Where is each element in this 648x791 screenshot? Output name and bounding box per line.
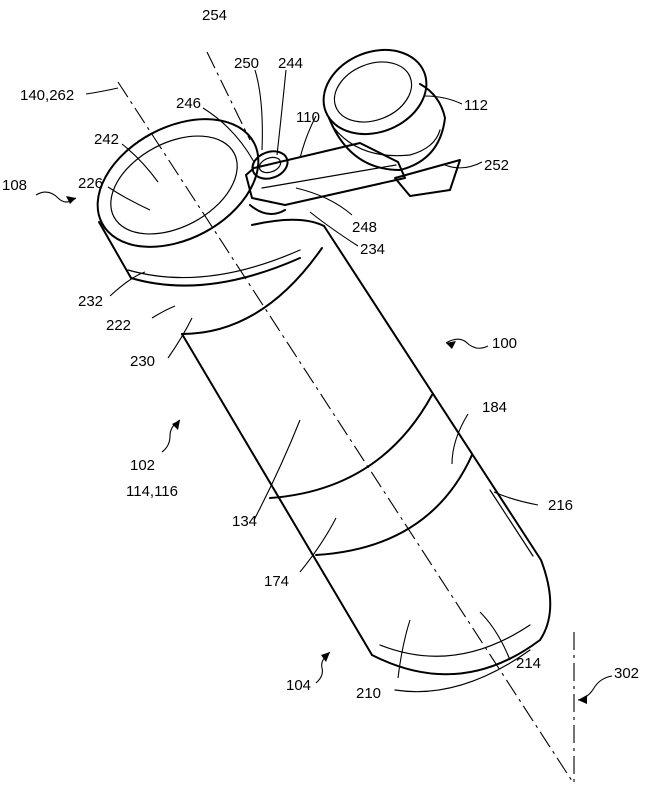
leader-210 — [397, 619, 411, 679]
body-bottom-rim — [371, 639, 541, 676]
body-bottom-curve — [394, 649, 531, 693]
label-140-262: 140,262 — [20, 87, 74, 104]
cap-band-lower — [130, 257, 301, 287]
handle-axis-line — [206, 51, 251, 141]
leader-248 — [295, 187, 353, 216]
strap-ring-hole — [258, 156, 282, 174]
body-left-edge — [181, 333, 373, 656]
axis-lines — [117, 51, 575, 785]
band-184-bottom — [315, 454, 473, 556]
label-216: 216 — [548, 497, 573, 514]
arrow-104-head — [321, 652, 330, 662]
leader-140-262 — [85, 87, 119, 95]
label-184: 184 — [482, 399, 507, 416]
arrow-108-head — [66, 196, 76, 204]
leader-222 — [151, 305, 176, 319]
label-230: 230 — [130, 353, 155, 370]
label-250: 250 — [234, 55, 259, 72]
leader-250 — [254, 69, 263, 151]
arrow-100 — [445, 338, 489, 349]
leader-230 — [167, 317, 193, 359]
cap-band-upper — [127, 249, 301, 279]
leader-174 — [299, 517, 337, 573]
body-right-edge — [323, 225, 552, 641]
cap-assembly — [96, 118, 325, 335]
arrow-302 — [577, 675, 613, 701]
label-210: 210 — [356, 685, 381, 702]
cap-bottom-edge — [181, 247, 323, 335]
leader-lines — [85, 69, 539, 679]
label-248: 248 — [352, 219, 377, 236]
leader-214 — [479, 611, 511, 661]
strap-connector — [394, 159, 461, 197]
label-114-116: 114,116 — [126, 483, 178, 500]
plug-cap — [322, 48, 446, 171]
leader-252 — [444, 161, 483, 169]
band-184-top — [269, 394, 433, 499]
leader-242 — [121, 143, 159, 183]
leader-110 — [299, 115, 317, 159]
label-234: 234 — [360, 241, 385, 258]
label-102: 102 — [130, 457, 155, 474]
label-226: 226 — [78, 175, 103, 192]
arrow-302-head — [578, 695, 587, 704]
label-134: 134 — [232, 513, 257, 530]
plug-inner — [333, 61, 413, 123]
label-174: 174 — [264, 573, 289, 590]
label-252: 252 — [484, 157, 509, 174]
cap-top-rim — [96, 118, 260, 248]
plug-body — [328, 83, 446, 171]
strap-inner-edge — [261, 164, 397, 189]
label-244: 244 — [278, 55, 303, 72]
arrow-102-head — [172, 420, 180, 430]
reference-labels: 254 250 244 140,262 246 110 112 242 252 … — [2, 7, 639, 702]
cap-right-side — [251, 218, 325, 227]
label-100: 100 — [492, 335, 517, 352]
leader-244 — [276, 69, 287, 156]
leader-246 — [202, 107, 255, 163]
bottle-body — [181, 225, 552, 693]
strap-ring — [251, 150, 289, 180]
label-110: 110 — [296, 109, 320, 126]
arrow-100-head — [446, 341, 456, 349]
plug-band — [333, 127, 441, 157]
body-bottom-inner — [379, 624, 531, 657]
leader-112 — [424, 95, 463, 105]
leader-134 — [253, 419, 301, 521]
main-axis-line — [117, 81, 575, 785]
leader-232 — [109, 271, 146, 297]
label-246: 246 — [176, 95, 201, 112]
label-108: 108 — [2, 177, 27, 194]
label-112: 112 — [464, 97, 488, 114]
leader-226 — [107, 186, 151, 211]
label-254: 254 — [202, 7, 227, 24]
strap-hinge — [249, 204, 286, 215]
reference-arrows — [35, 191, 613, 704]
label-104: 104 — [286, 677, 311, 694]
label-214: 214 — [516, 655, 541, 672]
label-242: 242 — [94, 131, 119, 148]
band-highlight — [489, 489, 534, 557]
leader-184 — [451, 413, 469, 465]
label-302: 302 — [614, 665, 639, 682]
leader-216 — [493, 491, 539, 506]
plug-top — [322, 48, 428, 136]
label-232: 232 — [78, 293, 103, 310]
leader-234 — [309, 211, 359, 247]
cap-inner-rim — [110, 135, 238, 235]
label-222: 222 — [106, 317, 131, 334]
cap-left-side — [98, 221, 132, 279]
